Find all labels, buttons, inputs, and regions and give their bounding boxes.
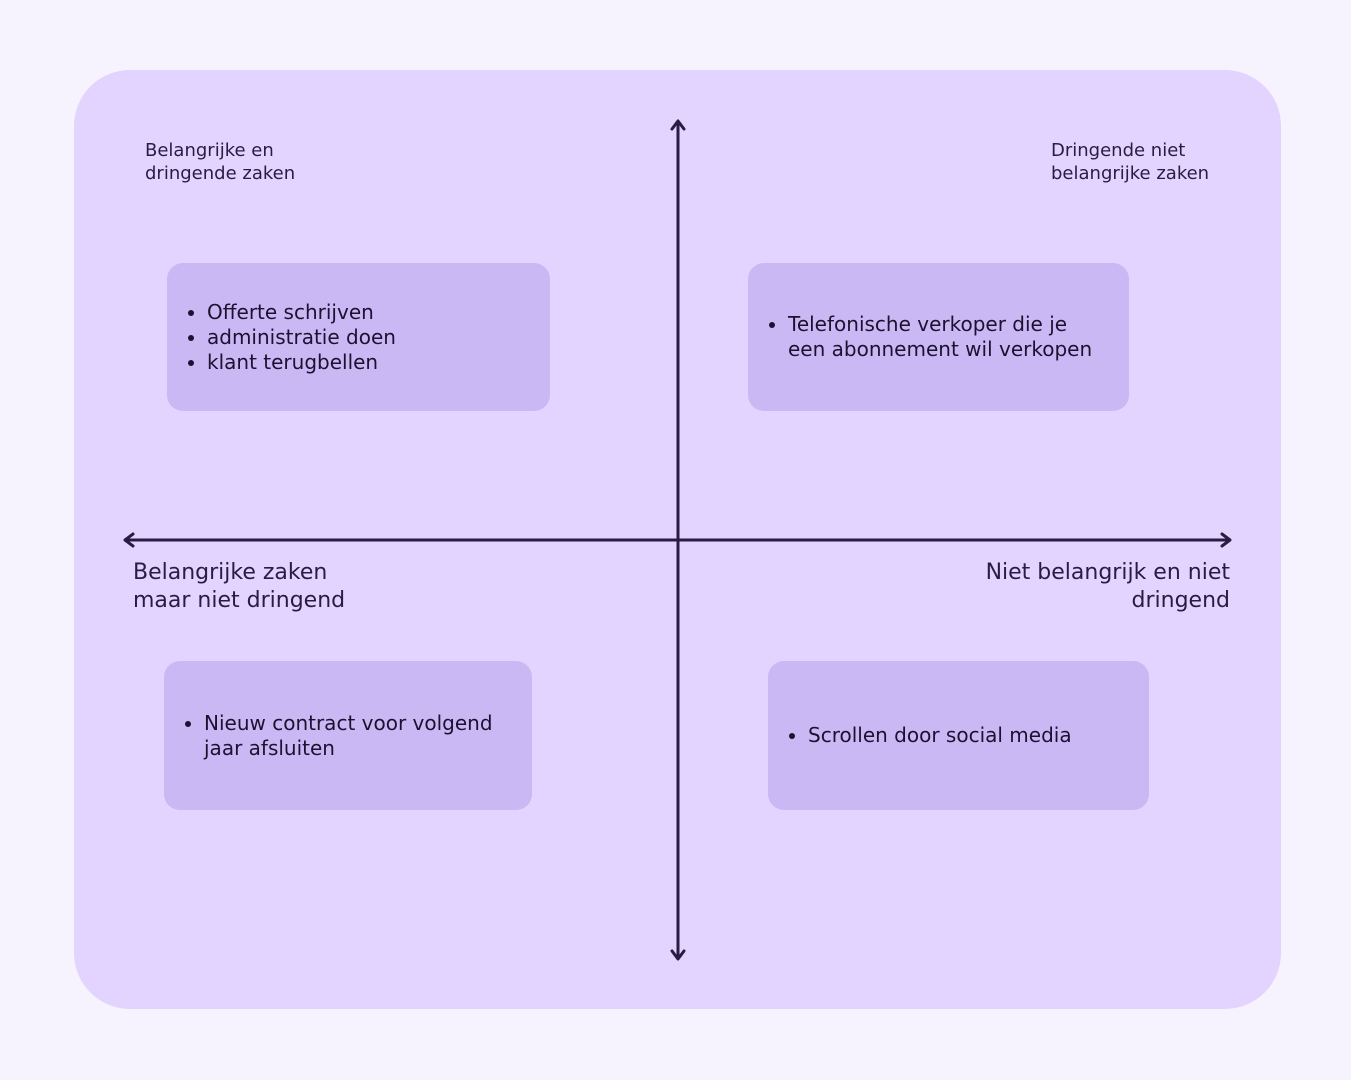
list-item: administratie doen — [207, 325, 396, 350]
list-item: Offerte schrijven — [207, 300, 396, 325]
quadrant-box-top-right: Telefonische verkoper die je een abonnem… — [748, 263, 1129, 411]
axis-arrow-left — [123, 532, 135, 548]
list-item: Telefonische verkoper die je een abonnem… — [788, 312, 1109, 362]
quadrant-list-bottom-right: Scrollen door social media — [788, 723, 1072, 748]
quadrant-box-bottom-right: Scrollen door social media — [768, 661, 1149, 810]
quadrant-box-bottom-left: Nieuw contract voor volgend jaar afsluit… — [164, 661, 532, 810]
axis-arrow-down — [670, 949, 686, 961]
quadrant-list-bottom-left: Nieuw contract voor volgend jaar afsluit… — [184, 711, 512, 761]
quadrant-list-top-right: Telefonische verkoper die je een abonnem… — [768, 312, 1109, 362]
quadrant-box-top-left: Offerte schrijvenadministratie doenklant… — [167, 263, 550, 411]
axis-arrow-up — [670, 119, 686, 131]
list-item: Nieuw contract voor volgend jaar afsluit… — [204, 711, 512, 761]
list-item: Scrollen door social media — [808, 723, 1072, 748]
list-item: klant terugbellen — [207, 350, 396, 375]
axis-arrow-right — [1220, 532, 1232, 548]
quadrant-list-top-left: Offerte schrijvenadministratie doenklant… — [187, 300, 396, 375]
